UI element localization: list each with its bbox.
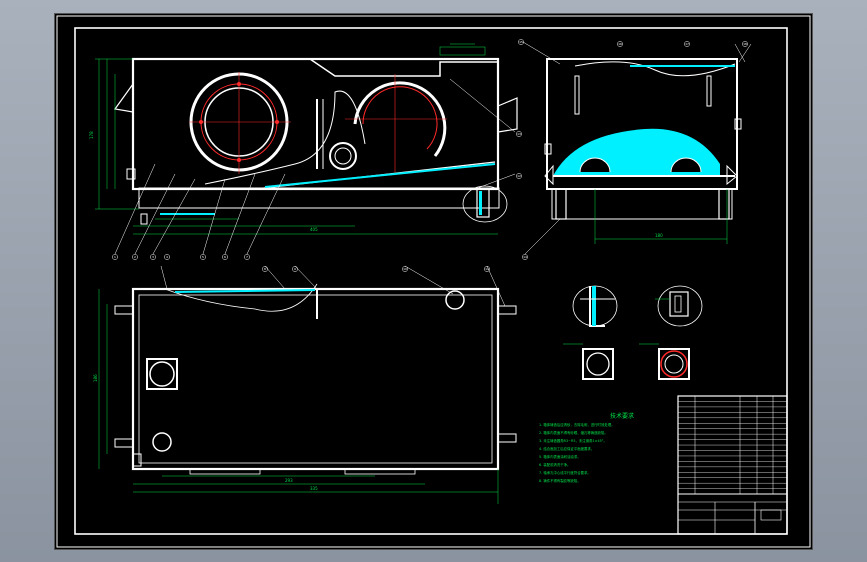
dim-front-width: 405 [310,227,318,232]
callout-marker [402,266,408,272]
small-bore [329,142,357,170]
bearing-bore-right [353,81,447,157]
dim-side-width: 180 [655,233,663,238]
callout-marker [684,41,690,47]
callout-marker [244,254,250,260]
detail-flange-a [582,348,614,380]
tech-note-5: 5. 箱体内表面涂耐油油漆。 [539,454,581,459]
callout-number: 18 [743,42,747,46]
callout-marker [516,173,522,179]
tech-note-3: 3. 未注铸造圆角R3~R5，未注倒角1×45°。 [539,438,607,443]
callout-marker [484,266,490,272]
callout-number: 13 [517,132,521,136]
callout-marker [262,266,268,272]
plan-view: 335 293 186 [93,265,517,504]
callout-marker [164,254,170,260]
detail-flange-b [658,348,690,380]
callout-number: 17 [685,42,689,46]
callout-number: 11 [485,267,489,271]
callout-marker [617,41,623,47]
tech-note-7: 7. 轴承孔中心线平行度符合要求。 [539,470,591,475]
callout-number: 4 [166,255,168,259]
tech-notes-title: 技术要求 [610,412,634,420]
plan-body-outline [131,287,500,471]
plan-flange [146,358,178,390]
callout-marker [522,254,528,260]
dim-front-height: 178 [89,131,94,139]
front-view: 405 178 [89,43,518,255]
callout-number: 6 [224,255,226,259]
callout-marker [516,131,522,137]
callout-marker [200,254,206,260]
detail-views [563,285,703,380]
callout-number: 2 [134,255,136,259]
callout-number: 9 [294,267,296,271]
inner-border [74,27,788,535]
callout-number: 16 [618,42,622,46]
technical-notes: 技术要求 1. 箱体铸造后应清砂，去除毛刺，进行时效处理。 2. 箱体内表面不得… [539,412,634,483]
callout-number: 12 [517,174,521,178]
callout-marker [292,266,298,272]
side-view: 180 [522,41,752,255]
callout-marker [132,254,138,260]
callout-number: 3 [152,255,154,259]
tech-note-2: 2. 箱体内表面不得有砂眼、缩孔等铸造缺陷。 [539,430,608,435]
front-base [138,187,500,209]
dim-plan-width: 335 [310,486,318,491]
callout-number: 14 [523,255,527,259]
callout-number: 7 [246,255,248,259]
tech-note-6: 6. 装配前清洗干净。 [539,462,570,467]
callout-number: 5 [202,255,204,259]
drawing-canvas: 405 178 180 [55,14,812,549]
tech-note-4: 4. 结合面加工后应保证平面度要求。 [539,446,594,451]
tech-note-1: 1. 箱体铸造后应清砂，去除毛刺，进行时效处理。 [539,422,615,427]
dim-plan-inner: 293 [285,478,293,483]
callout-number: 8 [264,267,266,271]
cad-drawing: 405 178 180 [56,15,811,548]
parts-list [677,395,788,535]
callout-marker [222,254,228,260]
outer-border [56,15,811,548]
callout-marker [112,254,118,260]
dim-plan-height: 186 [93,374,98,382]
callout-number: 10 [403,267,407,271]
callout-marker [742,41,748,47]
callout-marker [150,254,156,260]
callout-marker [518,39,524,45]
title-block [677,395,788,535]
callout-number: 1 [114,255,116,259]
callout-number: 15 [519,40,523,44]
front-body-outline [131,57,500,191]
tech-note-8: 8. 铸件不得有裂纹等缺陷。 [539,478,581,483]
